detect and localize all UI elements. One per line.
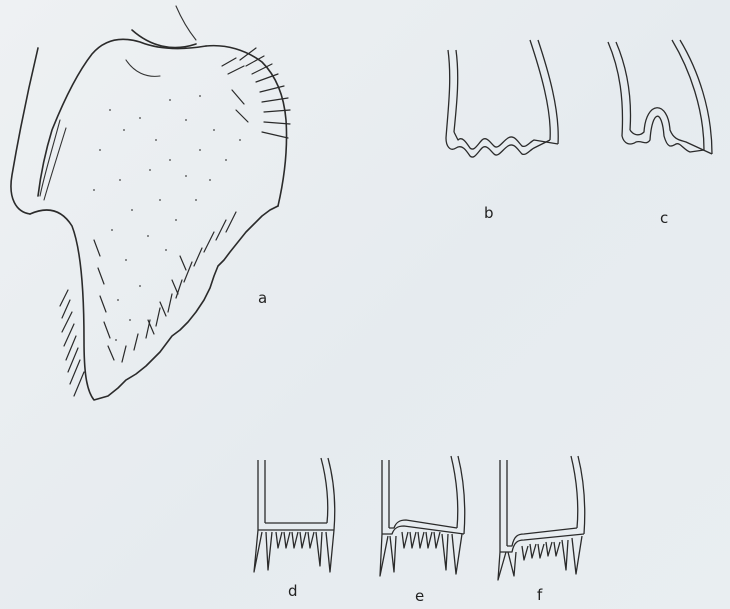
panel-label-f: f bbox=[537, 588, 542, 603]
panel-label-e: e bbox=[415, 589, 424, 604]
drawing-c bbox=[608, 40, 712, 154]
drawing-d bbox=[254, 458, 335, 572]
drawing-e bbox=[380, 456, 465, 576]
panel-label-b: b bbox=[484, 206, 494, 221]
drawing-f bbox=[498, 456, 585, 580]
drawing-a bbox=[11, 6, 290, 400]
panel-label-c: c bbox=[660, 211, 668, 226]
drawing-b bbox=[446, 40, 558, 157]
panel-label-d: d bbox=[288, 584, 298, 599]
panel-label-a: a bbox=[258, 291, 267, 306]
